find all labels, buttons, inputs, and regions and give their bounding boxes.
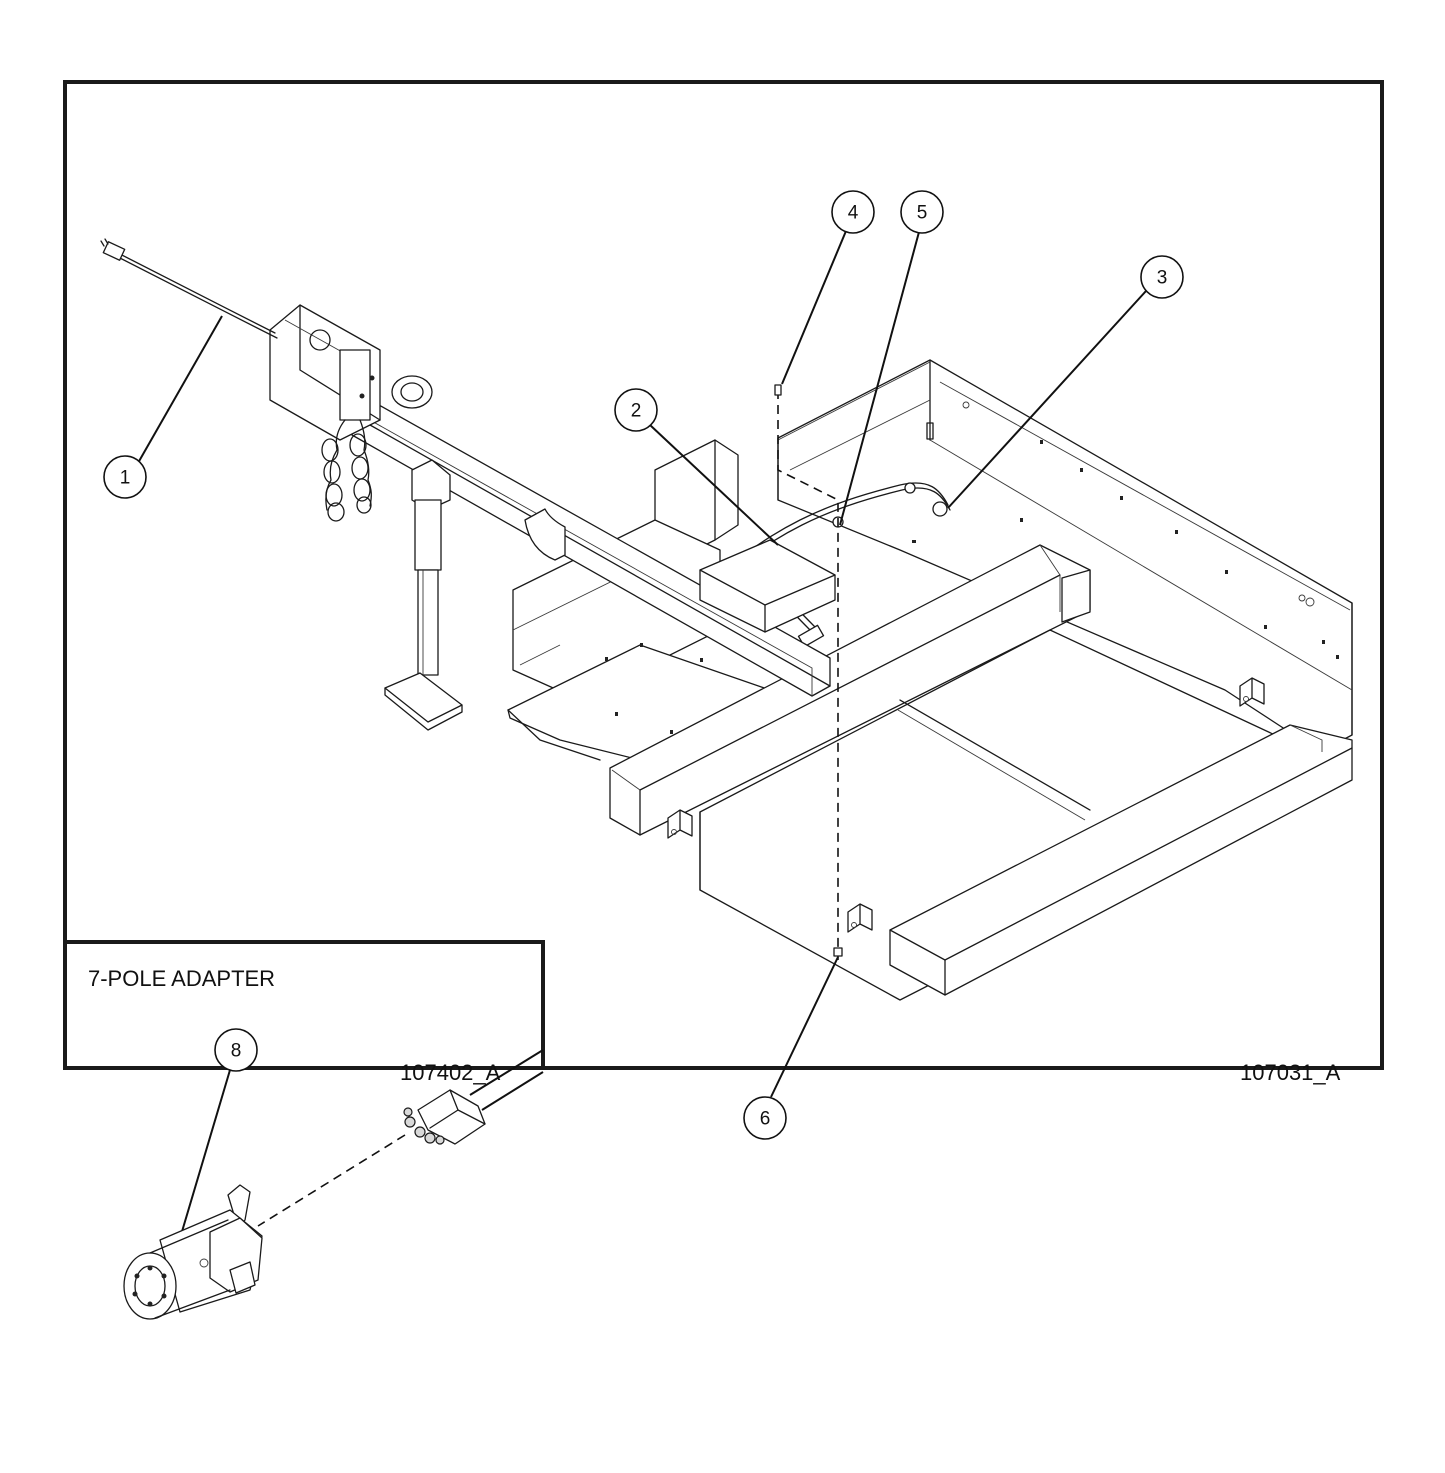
callout-4: 4 (831, 190, 875, 234)
trailer-frame-assembly (100, 238, 1353, 1001)
seven-pole-adapter (123, 1184, 263, 1320)
leaders (137, 230, 1147, 1246)
callout-6: 6 (743, 1096, 787, 1140)
svg-text:3: 3 (1157, 268, 1168, 289)
coupler (269, 304, 433, 441)
inset-title: 7-POLE ADAPTER (88, 966, 275, 991)
trailer-plug (403, 1049, 544, 1145)
inset-panel: 7-POLE ADAPTER (65, 940, 545, 1320)
callout-2: 2 (614, 388, 658, 432)
main-drawing-number: 107031_A (1240, 1060, 1341, 1085)
safety-chains (321, 419, 372, 522)
callout-5: 5 (900, 190, 944, 234)
svg-text:5: 5 (917, 203, 928, 224)
inset-drawing-number: 107402_A (400, 1060, 501, 1085)
callout-3: 3 (1140, 255, 1184, 299)
drawing-frame (63, 80, 1384, 1070)
lower-frame (609, 544, 1353, 1001)
tongue-drawbar (100, 238, 836, 731)
svg-text:4: 4 (848, 203, 859, 224)
bolt (774, 384, 782, 396)
fastener-axis (777, 390, 839, 960)
callout-8: 8 (214, 1028, 258, 1072)
callout-1: 1 (103, 455, 147, 499)
nut (833, 947, 843, 957)
svg-text:1: 1 (120, 468, 131, 489)
svg-text:8: 8 (231, 1041, 242, 1062)
svg-text:6: 6 (760, 1109, 771, 1130)
svg-text:2: 2 (631, 401, 642, 422)
